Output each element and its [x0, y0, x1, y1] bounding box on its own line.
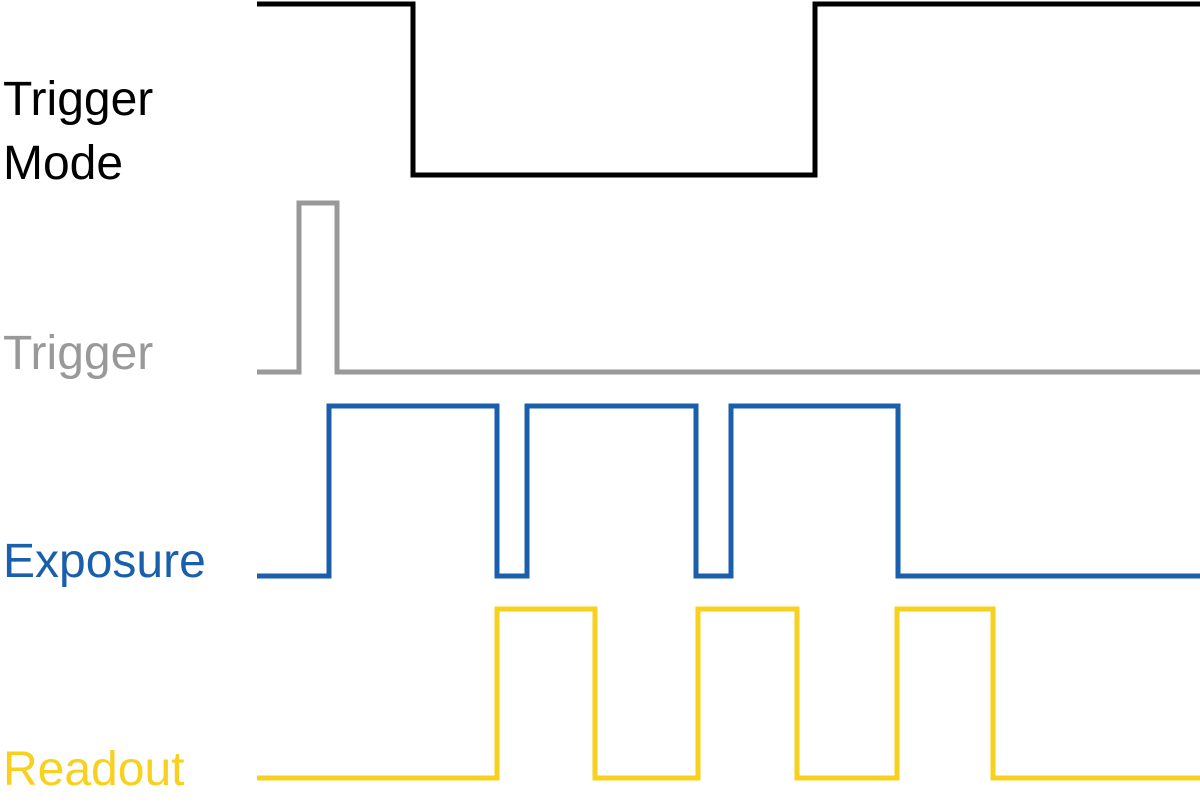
trigger-label: Trigger [3, 327, 154, 380]
exposure-waveform [257, 403, 1200, 579]
trigger-waveform [257, 200, 1200, 375]
trigger-mode-waveform [257, 1, 1200, 178]
trigger-mode-label-line-2: Mode [3, 137, 124, 190]
readout-waveform [257, 606, 1200, 781]
trigger-mode-label-line-1: Trigger [3, 73, 154, 126]
readout-label: Readout [3, 743, 185, 796]
exposure-label: Exposure [3, 535, 206, 588]
trigger-mode-label: Trigger Mode [3, 68, 153, 196]
